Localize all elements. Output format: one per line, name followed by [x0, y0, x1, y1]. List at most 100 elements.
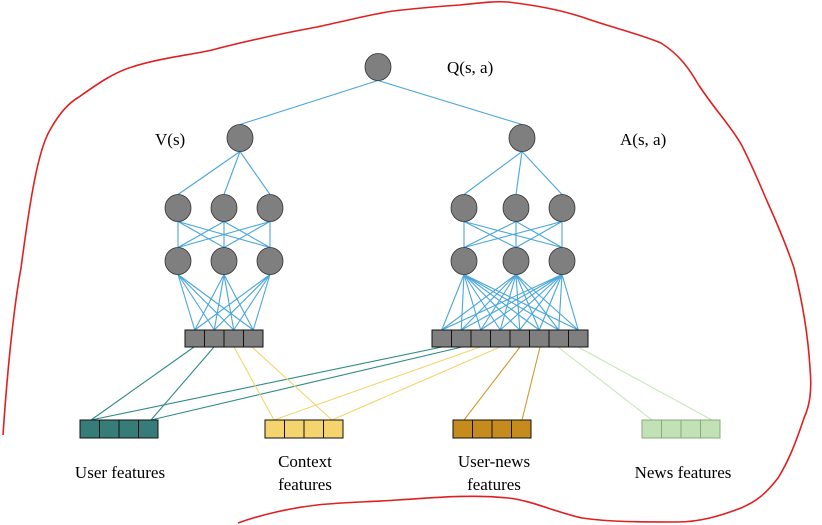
- edge: [177, 274, 196, 331]
- a-label: A(s, a): [620, 130, 666, 149]
- edge: [515, 274, 579, 331]
- edge: [239, 151, 271, 195]
- v-label: V(s): [155, 130, 185, 149]
- edge: [499, 274, 563, 331]
- edge: [441, 274, 563, 331]
- advantage-hidden-node: [450, 194, 478, 222]
- user-news-feature-cell: [452, 419, 473, 439]
- context-edge: [273, 346, 481, 421]
- q-node: [364, 53, 392, 81]
- advantage-hidden-node: [502, 247, 530, 275]
- context-feature-cell: [264, 419, 285, 439]
- value-hidden-node: [164, 247, 192, 275]
- user-edge: [150, 346, 215, 421]
- edge: [441, 274, 465, 331]
- context-edge: [331, 346, 501, 421]
- advantage-input-cell: [451, 329, 472, 348]
- edge: [521, 151, 563, 195]
- value-hidden-node: [164, 194, 192, 222]
- user-news-feature-cell: [511, 419, 532, 439]
- edge: [480, 274, 517, 331]
- user-news-edge: [521, 346, 541, 421]
- input-label-user-news-2: features: [467, 475, 521, 494]
- context-edge: [233, 346, 275, 421]
- value-hidden-node: [256, 194, 284, 222]
- advantage-hidden-node: [502, 194, 530, 222]
- edge: [558, 274, 563, 331]
- advantage-input-cell: [490, 329, 511, 348]
- value-input-cell: [184, 329, 205, 348]
- edge: [463, 220, 563, 249]
- edge: [377, 79, 523, 126]
- edge: [515, 274, 540, 331]
- edge: [460, 274, 465, 331]
- advantage-hidden-node: [548, 247, 576, 275]
- edge: [194, 274, 225, 331]
- news-edge: [577, 346, 713, 421]
- value-input-cell: [204, 329, 225, 348]
- user-edge: [150, 346, 463, 421]
- context-feature-cell: [323, 419, 344, 439]
- context-feature-cell: [303, 419, 324, 439]
- edge: [213, 274, 271, 331]
- advantage-input-cell: [529, 329, 550, 348]
- edge: [252, 274, 271, 331]
- edge: [223, 274, 235, 331]
- news-feature-cell: [641, 419, 662, 439]
- edge: [463, 221, 517, 248]
- edge: [177, 274, 254, 331]
- edge: [223, 221, 271, 248]
- news-feature-cell: [661, 419, 682, 439]
- input-label-user-news: User-news: [458, 452, 530, 471]
- user-edge: [90, 346, 443, 421]
- value-hidden-node: [210, 194, 238, 222]
- edge: [213, 274, 225, 331]
- edge: [223, 274, 254, 331]
- context-edge: [251, 346, 333, 421]
- a-node: [508, 124, 536, 152]
- edge: [515, 274, 560, 331]
- value-hidden-node: [210, 247, 238, 275]
- edge: [515, 151, 523, 195]
- advantage-input-cell: [470, 329, 491, 348]
- user-edge: [90, 346, 195, 421]
- edge: [480, 274, 563, 331]
- news-edge: [557, 346, 653, 421]
- input-label-context: Context: [278, 452, 332, 471]
- edge: [233, 274, 271, 331]
- advantage-hidden-node: [548, 194, 576, 222]
- input-label-context-2: features: [278, 475, 332, 494]
- user-feature-cell: [118, 419, 139, 439]
- user-feature-cell: [79, 419, 100, 439]
- news-feature-cell: [700, 419, 721, 439]
- edge: [177, 221, 225, 248]
- advantage-input-cell: [568, 329, 589, 348]
- edge: [561, 274, 579, 331]
- user-news-feature-cell: [472, 419, 493, 439]
- q-label: Q(s, a): [447, 58, 493, 77]
- user-news-feature-cell: [491, 419, 512, 439]
- advantage-hidden-node: [450, 247, 478, 275]
- advantage-input-cell: [431, 329, 452, 348]
- input-label-news: News features: [635, 463, 732, 482]
- edge: [515, 274, 521, 331]
- edge: [463, 151, 523, 195]
- edge: [441, 274, 517, 331]
- value-input-cell: [223, 329, 244, 348]
- edge: [177, 274, 235, 331]
- edge: [460, 274, 517, 331]
- edge: [223, 151, 241, 195]
- v-node: [226, 124, 254, 152]
- edge: [515, 221, 563, 248]
- user-feature-cell: [99, 419, 120, 439]
- value-input-cell: [243, 329, 264, 348]
- edge: [177, 151, 241, 195]
- value-hidden-node: [256, 247, 284, 275]
- edge: [519, 274, 563, 331]
- context-feature-cell: [284, 419, 305, 439]
- news-feature-cell: [680, 419, 701, 439]
- advantage-input-cell: [509, 329, 530, 348]
- edge: [499, 274, 517, 331]
